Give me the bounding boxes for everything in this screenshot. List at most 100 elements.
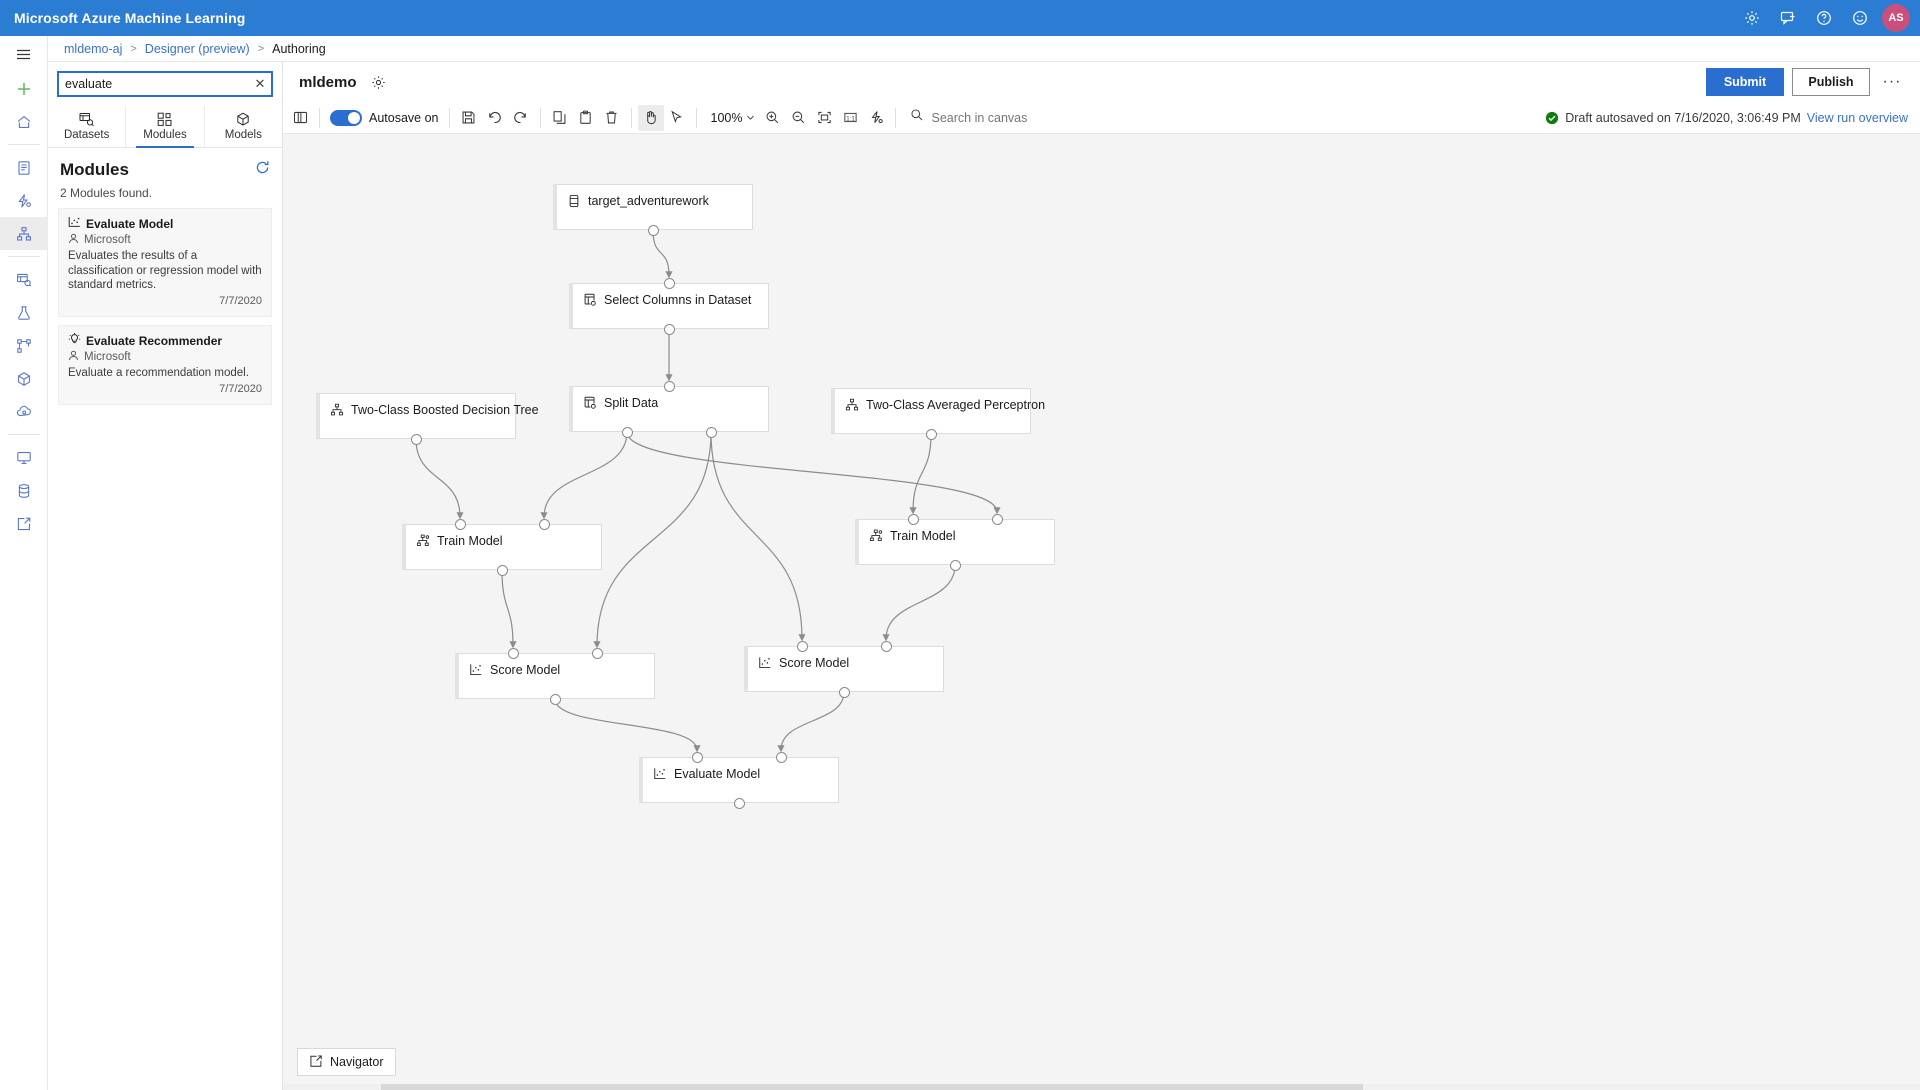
endpoints-icon[interactable]	[0, 395, 48, 428]
copy-button[interactable]	[547, 105, 573, 131]
pipeline-edge[interactable]	[777, 691, 845, 753]
canvas-search-box[interactable]	[910, 108, 1132, 127]
pipeline-edge[interactable]	[540, 431, 628, 520]
node-output-port[interactable]	[549, 693, 561, 705]
node-output-port[interactable]	[663, 323, 675, 335]
feedback-icon[interactable]	[1770, 0, 1806, 36]
node-output-port[interactable]	[496, 564, 508, 576]
node-input-port[interactable]	[880, 640, 892, 652]
pipeline-edge[interactable]	[652, 229, 673, 279]
pipeline-edge[interactable]	[415, 438, 464, 520]
experiments-icon[interactable]	[0, 296, 48, 329]
pipeline-node-perceptron[interactable]: Two-Class Averaged Perceptron	[831, 388, 1045, 434]
more-options-icon[interactable]: ···	[1882, 73, 1902, 90]
list-item[interactable]: Evaluate Model Microsoft Evaluates the r…	[58, 208, 272, 318]
pan-button[interactable]	[637, 104, 664, 131]
delete-button[interactable]	[599, 105, 625, 131]
auto-layout-button[interactable]	[863, 105, 889, 131]
pipeline-node-dataset[interactable]: target_adventurework	[553, 184, 753, 230]
node-input-port[interactable]	[907, 513, 919, 525]
pipeline-edge[interactable]	[710, 431, 806, 642]
help-icon[interactable]	[1806, 0, 1842, 36]
zoom-in-button[interactable]	[759, 105, 785, 131]
sidebar-item-designer[interactable]	[0, 217, 48, 250]
tab-models[interactable]: Models	[205, 106, 282, 147]
fit-to-screen-button[interactable]	[811, 105, 837, 131]
submit-button[interactable]: Submit	[1706, 68, 1784, 96]
publish-button[interactable]: Publish	[1792, 68, 1870, 96]
node-input-port[interactable]	[991, 513, 1003, 525]
pipeline-edge[interactable]	[626, 431, 1001, 515]
compute-icon[interactable]	[0, 441, 48, 474]
pipeline-edge[interactable]	[909, 433, 932, 515]
pipeline-node-train2[interactable]: Train Model	[855, 519, 1055, 565]
pipeline-edge[interactable]	[554, 698, 701, 753]
node-output-port[interactable]	[621, 426, 633, 438]
smiley-icon[interactable]	[1842, 0, 1878, 36]
tab-modules[interactable]: Modules	[126, 106, 205, 148]
node-output-port[interactable]	[410, 433, 422, 445]
autosave-toggle[interactable]	[330, 109, 362, 126]
labeling-icon[interactable]	[0, 507, 48, 540]
node-input-port[interactable]	[663, 380, 675, 392]
node-input-port[interactable]	[796, 640, 808, 652]
node-output-port[interactable]	[705, 426, 717, 438]
actual-size-button[interactable]: 1:1	[837, 105, 863, 131]
gear-icon[interactable]	[371, 75, 386, 90]
node-output-port[interactable]	[838, 686, 850, 698]
refresh-icon[interactable]	[255, 160, 270, 180]
canvas-search-input[interactable]	[931, 110, 1132, 125]
pipelines-icon[interactable]	[0, 329, 48, 362]
pipeline-node-boosted[interactable]: Two-Class Boosted Decision Tree	[316, 393, 539, 439]
horizontal-scrollbar[interactable]	[283, 1084, 1920, 1090]
select-button[interactable]	[664, 105, 690, 131]
node-output-port[interactable]	[925, 428, 937, 440]
zoom-level-dropdown[interactable]: 100%	[707, 111, 760, 125]
pipeline-edge[interactable]	[501, 569, 517, 649]
list-item[interactable]: Evaluate Recommender Microsoft Evaluate …	[58, 325, 272, 405]
gear-icon[interactable]	[1734, 0, 1770, 36]
node-output-port[interactable]	[949, 559, 961, 571]
pipeline-edge[interactable]	[882, 564, 956, 642]
node-input-port[interactable]	[663, 277, 675, 289]
notebooks-icon[interactable]	[0, 151, 48, 184]
pipeline-node-evaluate[interactable]: Evaluate Model	[639, 757, 839, 803]
node-input-port[interactable]	[454, 518, 466, 530]
automated-ml-icon[interactable]	[0, 184, 48, 217]
pipeline-node-split[interactable]: Split Data	[569, 386, 769, 432]
node-output-port[interactable]	[647, 224, 659, 236]
node-input-port[interactable]	[538, 518, 550, 530]
clear-search-icon[interactable]: ✕	[254, 76, 266, 91]
pipeline-node-train1[interactable]: Train Model	[402, 524, 602, 570]
navigator-button[interactable]: Navigator	[297, 1048, 396, 1076]
new-icon[interactable]	[0, 72, 48, 105]
pipeline-node-score2[interactable]: Score Model	[744, 646, 944, 692]
node-input-port[interactable]	[691, 751, 703, 763]
node-output-port[interactable]	[733, 797, 745, 809]
save-button[interactable]	[456, 105, 482, 131]
pipeline-edge[interactable]	[593, 431, 712, 649]
datasets-icon[interactable]	[0, 263, 48, 296]
datastores-icon[interactable]	[0, 474, 48, 507]
tab-datasets[interactable]: Datasets	[48, 106, 127, 147]
zoom-out-button[interactable]	[785, 105, 811, 131]
node-input-port[interactable]	[775, 751, 787, 763]
pipeline-node-score1[interactable]: Score Model	[455, 653, 655, 699]
paste-button[interactable]	[573, 105, 599, 131]
node-input-port[interactable]	[591, 647, 603, 659]
search-input[interactable]	[59, 73, 249, 95]
view-run-overview-link[interactable]: View run overview	[1806, 110, 1908, 125]
search-box[interactable]: ✕	[57, 71, 273, 97]
undo-button[interactable]	[482, 105, 508, 131]
hamburger-icon[interactable]	[0, 36, 48, 72]
scrollbar-thumb[interactable]	[381, 1084, 1364, 1090]
pipeline-node-select[interactable]: Select Columns in Dataset	[569, 283, 769, 329]
breadcrumb-item-workspace[interactable]: mldemo-aj	[64, 41, 123, 56]
avatar[interactable]: AS	[1882, 4, 1910, 32]
models-icon[interactable]	[0, 362, 48, 395]
redo-button[interactable]	[508, 105, 534, 131]
breadcrumb-item-designer[interactable]: Designer (preview)	[144, 41, 250, 56]
panel-toggle-icon[interactable]	[287, 105, 313, 131]
node-input-port[interactable]	[507, 647, 519, 659]
